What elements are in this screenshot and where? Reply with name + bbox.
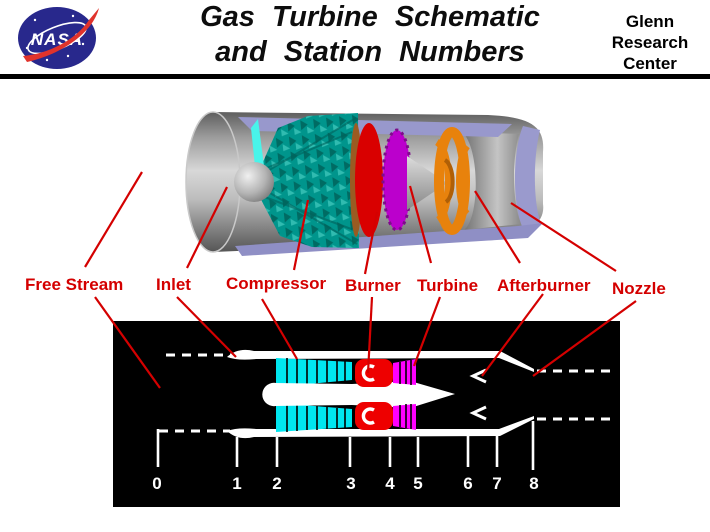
leader-compressor-engine [292,199,310,271]
station-number-2: 2 [272,474,282,493]
station-number-6: 6 [463,474,473,493]
station-number-0: 0 [152,474,162,493]
label-compressor: Compressor [226,274,327,293]
leader-afterburner-engine [474,190,521,264]
station-number-5: 5 [413,474,423,493]
label-inlet: Inlet [156,275,191,294]
title-line-1: Gas Turbine Schematic [200,1,540,33]
label-turbine: Turbine [417,276,479,295]
org-line-2: Research [611,33,689,52]
schematic-dashed-centerlines [159,353,616,433]
logo-swoosh [23,8,99,62]
leader-burner-engine [363,211,379,275]
schematic-flameholders [469,368,487,421]
label-nozzle: Nozzle [612,279,666,298]
spinner-3d [234,162,274,202]
schematic-turbine [393,359,416,430]
leader-freestream-engine [84,171,143,268]
station-number-1: 1 [232,474,242,493]
schematic-centerbody [262,381,455,408]
org-line-1: Glenn [625,12,675,31]
leader-nozzle-schematic [532,300,637,377]
leader-freestream-schematic [94,296,161,389]
station-number-7: 7 [492,474,502,493]
header-divider [0,74,710,79]
title-line-2: and Station Numbers [215,36,525,68]
nozzle-rim-lining [514,126,541,232]
leader-inlet-engine [186,186,228,269]
burner-3d [355,123,383,237]
leader-burner-schematic [366,296,374,374]
org-name: Glenn Research Center [597,11,703,74]
leader-compressor-schematic [261,298,298,360]
nasa-logo: NASA [18,7,99,69]
station-ticks [156,421,535,470]
bottom-inner-lining [235,223,543,256]
label-free-stream: Free Stream [25,275,124,294]
compressor-3d [251,113,359,248]
afterburner-3d [434,127,471,235]
schematic-walls [227,349,534,439]
label-afterburner: Afterburner [497,276,591,295]
schematic-compressor [276,358,352,432]
exhaust-cone-3d [407,156,447,210]
aft-duct-interior [462,132,521,230]
leader-inlet-schematic [176,296,237,358]
org-line-3: Center [623,54,677,73]
leader-turbine-engine [408,185,433,264]
schematic-burner [355,359,393,430]
leader-nozzle-engine [510,202,617,272]
turbine-3d [383,130,411,230]
label-burner: Burner [345,276,401,295]
leader-afterburner-schematic [481,293,544,377]
station-number-8: 8 [529,474,539,493]
station-number-3: 3 [346,474,356,493]
page-title: Gas Turbine Schematic and Station Number… [152,0,588,70]
leader-turbine-schematic [412,296,442,367]
station-number-4: 4 [385,474,395,493]
